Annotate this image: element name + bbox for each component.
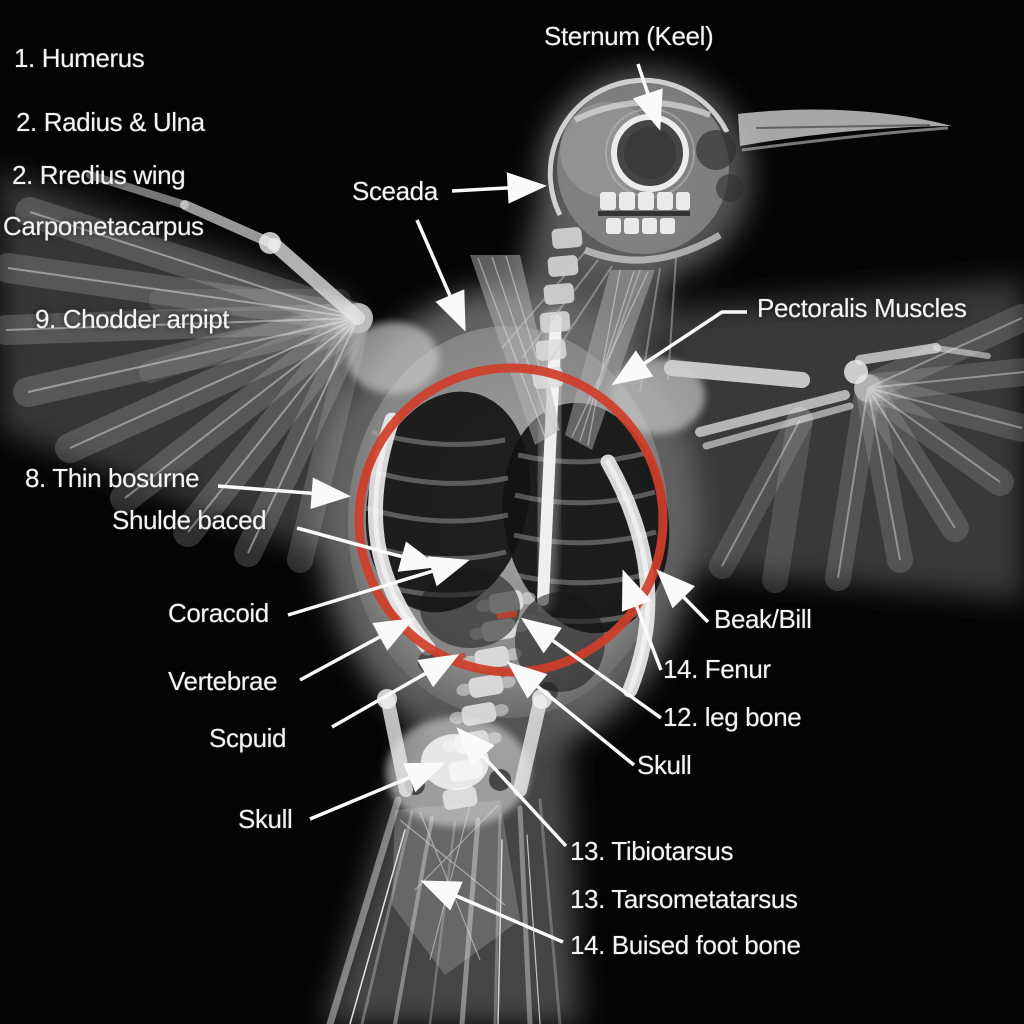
tail-and-leg-streaks [326, 796, 562, 1024]
right-wing [664, 304, 1024, 593]
leader-leg-bone [520, 617, 663, 720]
leader-scpuid [331, 654, 460, 729]
skull-group [501, 77, 952, 393]
pectoral-muscle-bands [470, 255, 655, 450]
leader-tibiotarsus [456, 727, 568, 848]
label-beak-bill: Beak/Bill [714, 604, 812, 634]
label-radius-ulna: 2. Radius & Ulna [16, 107, 205, 137]
label-thin-bosurne: 8. Thin bosurne [25, 463, 200, 493]
label-buised-foot-bone: 14. Buised foot bone [570, 930, 801, 960]
sternum-column [531, 308, 568, 612]
left-wing-bones [86, 171, 365, 325]
label-chodder-arpipt: 9. Chodder arpipt [35, 304, 230, 334]
label-fenur: 14. Fenur [663, 654, 771, 684]
right-wing-bones [664, 343, 991, 450]
label-skull-left: Skull [238, 804, 293, 834]
leader-beak-bill [656, 569, 710, 624]
label-tarsometatarsus: 13. Tarsometatarsus [570, 884, 798, 914]
label-scpuid: Scpuid [209, 723, 287, 753]
label-tibiotarsus: 13. Tibiotarsus [570, 836, 734, 866]
leader-vertebrae [299, 618, 415, 682]
label-shulde-baced: Shulde baced [112, 505, 267, 535]
label-coracoid: Coracoid [168, 598, 269, 628]
leader-coracoid [287, 556, 470, 617]
shoulder-left [347, 322, 439, 394]
label-sceada: Sceada [352, 176, 438, 206]
leader-fenur [621, 569, 663, 671]
leader-sceada-2 [415, 219, 466, 332]
label-humerus: 1. Humerus [14, 43, 145, 73]
beak-shape [738, 109, 952, 146]
label-carpometacarpus: Carpometacarpus [3, 211, 204, 241]
neck-vertebrae [532, 227, 583, 389]
label-sternum-keel: Sternum (Keel) [544, 21, 714, 51]
leader-sceada [451, 172, 547, 204]
leader-pectoralis [611, 310, 747, 386]
label-skull-right: Skull [637, 750, 692, 780]
teeth [600, 192, 690, 234]
label-rredius-wing: 2. Rredius wing [12, 160, 186, 190]
jaw-arc [583, 231, 722, 264]
label-leg-bone: 12. leg bone [663, 702, 802, 732]
label-vertebrae: Vertebrae [168, 666, 278, 696]
leader-sternum-keel [632, 63, 663, 131]
leader-thin-bosurne [217, 477, 351, 509]
eye-socket [624, 127, 676, 179]
leader-skull-right [506, 661, 636, 767]
neck-muscle-striations [501, 251, 677, 393]
leader-skull-left [309, 762, 446, 821]
label-pectoralis-muscles: Pectoralis Muscles [757, 293, 967, 323]
leader-buised-foot [420, 880, 564, 944]
leader-shulde-baced [296, 526, 440, 572]
leader-lines [217, 63, 747, 944]
